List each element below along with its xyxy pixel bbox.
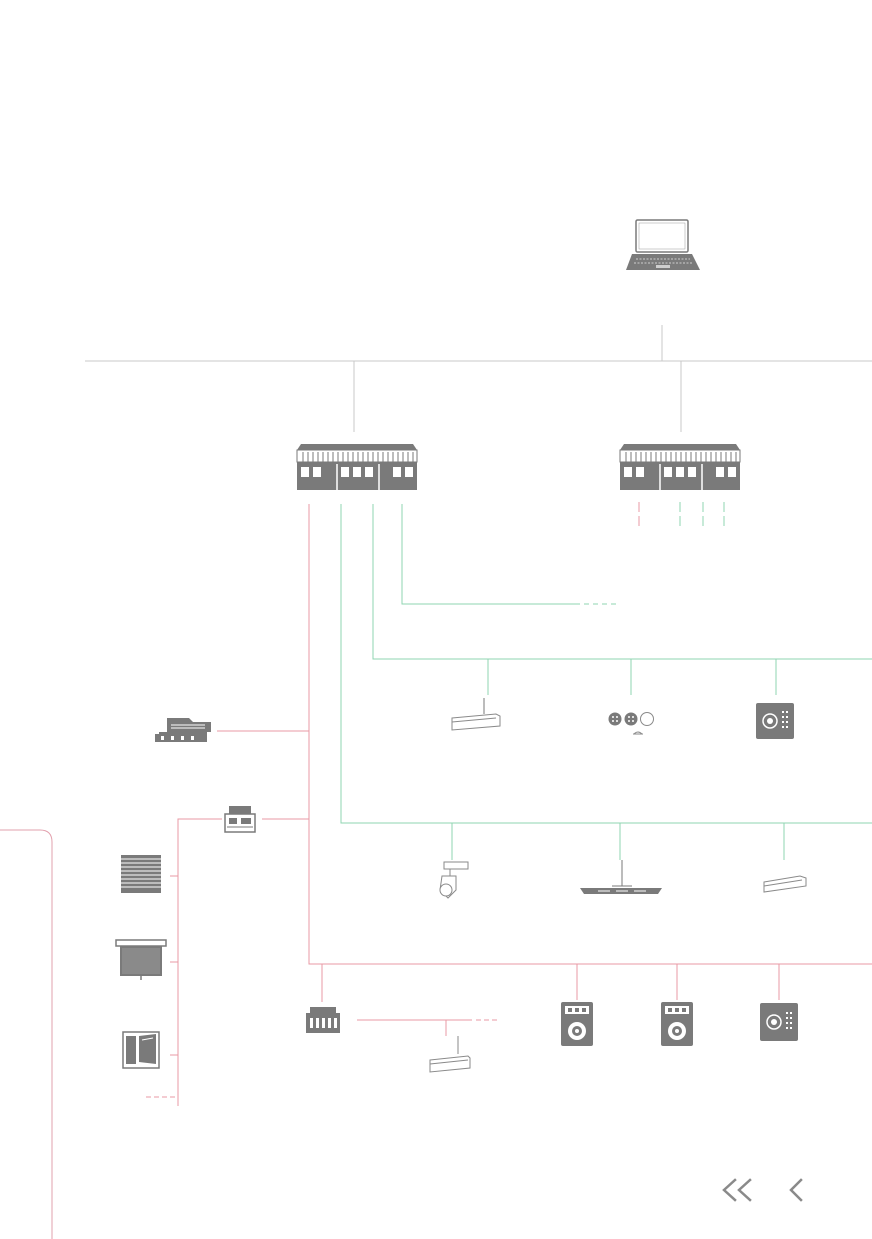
pendant-light-icon	[451, 698, 501, 731]
track-spotlight-icon	[439, 861, 469, 899]
din-rail-controller-icon	[619, 444, 741, 490]
controller-2-bus-stubs	[638, 502, 725, 528]
control-panel-icon	[756, 703, 794, 739]
page-frame-line	[0, 829, 53, 1239]
chevron-left-icon	[789, 1178, 803, 1202]
venetian-blind-icon	[121, 855, 161, 893]
rotary-dimmer-icon	[561, 1002, 593, 1046]
gateway-module-icon	[155, 718, 211, 742]
small-actuator-icon	[306, 1007, 340, 1033]
projection-screen-icon	[115, 939, 167, 980]
network-lines	[85, 325, 872, 432]
rotary-dimmer-icon	[661, 1002, 693, 1046]
small-actuator-icon	[224, 806, 256, 833]
pendant-light-icon	[429, 1036, 471, 1073]
window-icon	[122, 1031, 160, 1069]
double-chevron-left-icon	[722, 1178, 752, 1202]
linear-light-icon	[580, 860, 662, 894]
sensor-cluster-icon	[608, 712, 654, 735]
ceiling-light-icon	[763, 875, 807, 893]
first-page-button[interactable]	[716, 1174, 756, 1206]
previous-page-button[interactable]	[782, 1174, 808, 1206]
din-rail-controller-icon	[296, 444, 418, 490]
red-bus-lines	[146, 504, 872, 1106]
control-panel-icon	[760, 1003, 798, 1041]
green-bus-lines	[340, 504, 872, 860]
laptop-icon	[626, 219, 700, 270]
